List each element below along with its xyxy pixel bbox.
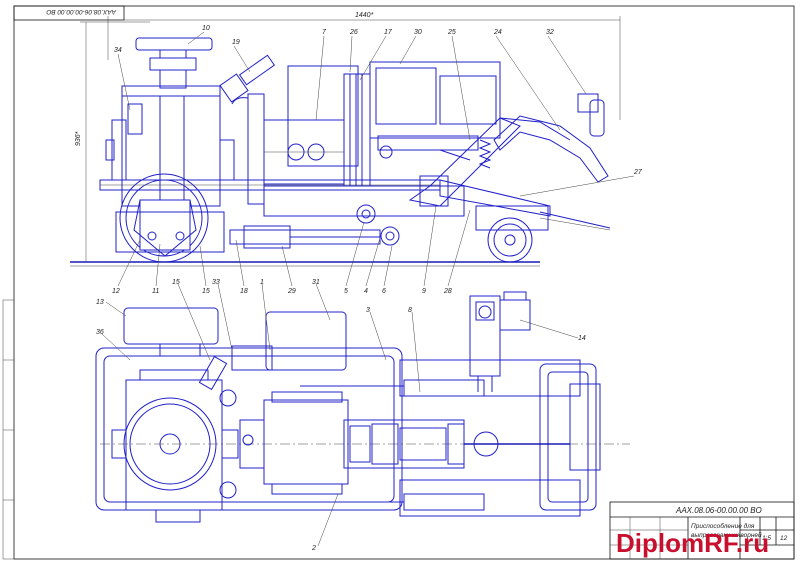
side-callouts-top: 10 19 7 26 17 30 25 24 32 34 27 bbox=[114, 25, 643, 176]
callout-26: 26 bbox=[349, 29, 358, 36]
callout-4: 4 bbox=[364, 288, 368, 295]
callout-6: 6 bbox=[382, 288, 386, 295]
callout-31: 31 bbox=[312, 279, 320, 286]
callout-5: 5 bbox=[344, 288, 348, 295]
callout-2: 2 bbox=[311, 545, 316, 552]
callout-13: 13 bbox=[96, 299, 104, 306]
callout-30: 30 bbox=[414, 29, 422, 36]
callout-3: 3 bbox=[366, 307, 370, 314]
callout-12: 12 bbox=[112, 288, 120, 295]
sheet-number: 12 bbox=[780, 535, 788, 542]
callout-10: 10 bbox=[202, 25, 210, 32]
title-block-code: ААХ.08.06-00.00.00 ВО bbox=[675, 506, 762, 515]
callout-36: 36 bbox=[96, 329, 104, 336]
callout-7: 7 bbox=[322, 29, 327, 36]
plan-callouts: 13 15 33 1 31 3 8 14 36 2 bbox=[96, 279, 586, 552]
corner-stamp: ААХ.08.06-00.00.00 ВО bbox=[13, 5, 125, 21]
watermark-text: DiplomRF.ru bbox=[616, 528, 769, 558]
plan-view: 13 15 33 1 31 3 8 14 36 2 bbox=[95, 279, 630, 552]
dim-width-label: 1440* bbox=[355, 12, 374, 19]
callout-11: 11 bbox=[152, 288, 159, 295]
callout-28: 28 bbox=[443, 288, 452, 295]
callout-24: 24 bbox=[493, 29, 502, 36]
callout-14: 14 bbox=[578, 335, 586, 342]
sheet-border bbox=[13, 5, 795, 560]
side-callouts-bottom: 12 11 15 18 29 5 4 6 9 28 bbox=[112, 288, 452, 295]
dim-height-label: 936* bbox=[75, 131, 82, 146]
callout-18: 18 bbox=[240, 288, 248, 295]
callout-33: 33 bbox=[212, 279, 220, 286]
title-block: ААХ.08.06-00.00.00 ВО Приспособление для… bbox=[609, 501, 795, 560]
drawing-title-2: выпрессовки шкворней bbox=[691, 531, 762, 539]
side-view: 1440* 936* bbox=[70, 12, 643, 295]
callout-15: 15 bbox=[202, 288, 210, 295]
callout-8: 8 bbox=[408, 307, 412, 314]
left-binding-strip bbox=[2, 299, 15, 560]
callout-19: 19 bbox=[232, 39, 240, 46]
drawing-title-1: Приспособление для bbox=[691, 522, 755, 530]
callout-27: 27 bbox=[633, 169, 643, 176]
callout-25: 25 bbox=[447, 29, 456, 36]
callout-1: 1 bbox=[260, 279, 264, 286]
corner-stamp-code: ААХ.08.06-00.00.00 ВО bbox=[46, 8, 117, 15]
callout-15b: 15 bbox=[172, 279, 180, 286]
callout-17: 17 bbox=[384, 29, 393, 36]
callout-32: 32 bbox=[546, 29, 554, 36]
scale-value: 1:5 bbox=[762, 535, 771, 542]
callout-29: 29 bbox=[287, 288, 296, 295]
callout-9: 9 bbox=[422, 288, 426, 295]
callout-34: 34 bbox=[114, 47, 122, 54]
